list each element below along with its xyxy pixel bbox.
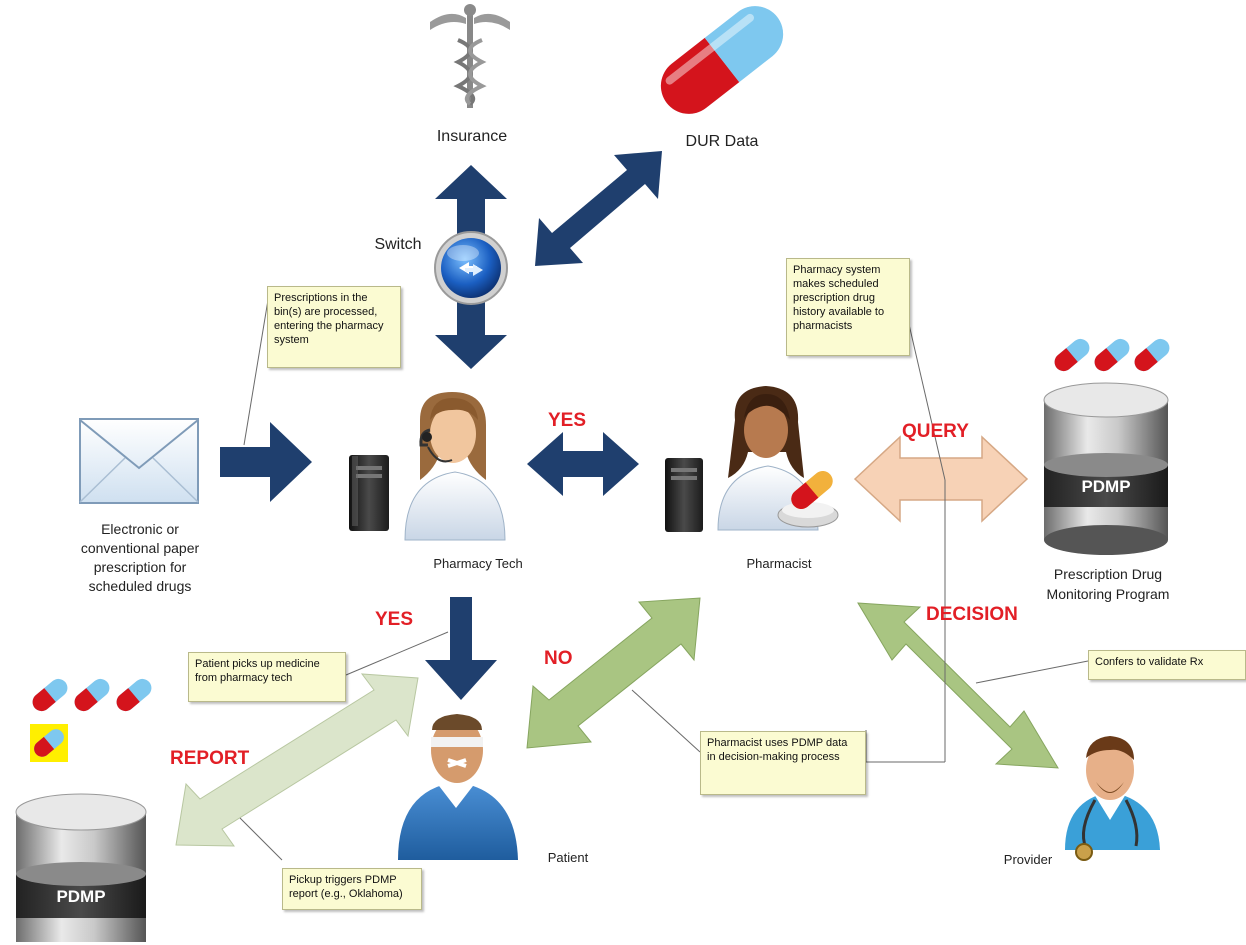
- decision-label: DECISION: [926, 604, 1018, 625]
- pharmacist-provider-arrow: [857, 602, 1059, 769]
- caduceus-icon: [430, 4, 510, 108]
- pdmp-database-left-icon: PDMP: [15, 793, 147, 942]
- note-history-available: Pharmacy system makes scheduled prescrip…: [786, 258, 910, 356]
- switch-globe-icon: [434, 231, 508, 305]
- capsule-icon: [660, 6, 784, 114]
- pharmacy-tech-label: Pharmacy Tech: [433, 556, 523, 571]
- dur-data-label: DUR Data: [685, 133, 759, 150]
- note-patient-pickup: Patient picks up medicine from pharmacy …: [188, 652, 346, 702]
- yes-label-top: YES: [548, 410, 587, 431]
- note-bins-processed: Prescriptions in the bin(s) are processe…: [267, 286, 401, 368]
- query-arrow: [853, 435, 1029, 523]
- tech-pharmacist-arrow: [527, 432, 639, 496]
- note-pickup-triggers: Pickup triggers PDMP report (e.g., Oklah…: [282, 868, 422, 910]
- envelope-icon: [79, 418, 199, 504]
- report-label: REPORT: [170, 748, 250, 769]
- no-label: NO: [544, 648, 573, 669]
- pharmacist-label: Pharmacist: [746, 556, 812, 571]
- envelope-to-tech-arrow: [220, 422, 312, 502]
- switch-label: Switch: [374, 236, 422, 253]
- pharmacist-computer-icon: [665, 458, 703, 532]
- note-confers: Confers to validate Rx: [1088, 650, 1246, 680]
- insurance-label: Insurance: [436, 128, 508, 145]
- computer-tower-icon: [349, 455, 389, 531]
- report-arrow: [175, 673, 419, 847]
- callout-lines: [239, 299, 1089, 861]
- provider-icon: [1065, 736, 1160, 861]
- note-pharmacist-uses: Pharmacist uses PDMP data in decision-ma…: [700, 731, 866, 795]
- tech-to-patient-arrow: [425, 597, 497, 700]
- pharmacy-tech-icon: [404, 392, 506, 541]
- pdmp-left-label: PDMP: [56, 887, 105, 906]
- yes-label-down: YES: [375, 609, 414, 630]
- pills-right-icon: [1054, 338, 1170, 372]
- patient-pharmacist-arrow: [526, 597, 701, 749]
- patient-label: Patient: [547, 850, 589, 865]
- pdmp-right-label: PDMP: [1081, 477, 1130, 496]
- pills-left-icon: [30, 678, 152, 762]
- query-label: QUERY: [902, 421, 969, 442]
- pdmp-database-right-icon: PDMP: [1043, 382, 1169, 555]
- patient-icon: [398, 714, 518, 860]
- pdmp-program-label: Prescription Drug Monitoring Program: [1046, 566, 1170, 602]
- mortar-pestle-icon: [777, 471, 839, 528]
- provider-label: Provider: [1003, 852, 1053, 867]
- electronic-prescription-label: Electronic or conventional paper prescri…: [80, 521, 200, 594]
- switch-dur-arrow: [535, 151, 662, 266]
